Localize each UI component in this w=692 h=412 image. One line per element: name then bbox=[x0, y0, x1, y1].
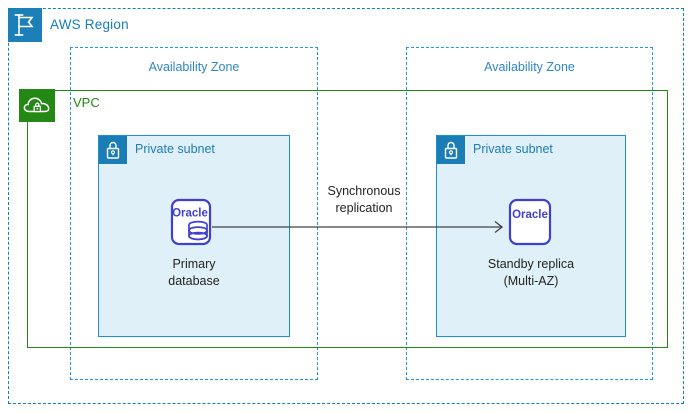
primary-database-caption: Primary database bbox=[126, 256, 262, 290]
availability-zone-left-label: Availability Zone bbox=[148, 60, 240, 74]
private-subnet-left-label: Private subnet bbox=[135, 142, 215, 156]
private-subnet-left: Private subnet bbox=[98, 135, 290, 337]
padlock-icon bbox=[437, 136, 465, 164]
standby-replica-node: Oracle Standby replica (Multi-AZ) bbox=[463, 198, 599, 290]
standby-replica-caption-line1: Standby replica bbox=[487, 257, 575, 271]
availability-zone-right: Availability Zone bbox=[406, 47, 653, 380]
private-subnet-right-label: Private subnet bbox=[473, 142, 553, 156]
vpc-cloud-lock-icon bbox=[19, 89, 55, 122]
availability-zone-right-label: Availability Zone bbox=[484, 60, 575, 74]
vpc-boundary bbox=[27, 90, 668, 348]
svg-text:Oracle: Oracle bbox=[512, 209, 548, 221]
standby-replica-caption: Standby replica (Multi-AZ) bbox=[463, 256, 599, 290]
availability-zone-left: Availability Zone bbox=[70, 47, 318, 380]
aws-region-boundary bbox=[8, 8, 684, 404]
replication-label-line1: Synchronous bbox=[327, 184, 401, 198]
replication-label-line2: replication bbox=[335, 201, 393, 215]
oracle-icon: Oracle bbox=[507, 198, 555, 248]
private-subnet-right: Private subnet bbox=[436, 135, 626, 337]
svg-text:Oracle: Oracle bbox=[172, 208, 208, 220]
standby-replica-caption-line2: (Multi-AZ) bbox=[503, 274, 559, 288]
primary-database-node: Oracle Primary database bbox=[126, 198, 262, 290]
padlock-icon bbox=[99, 136, 127, 164]
replication-label: Synchronous replication bbox=[306, 183, 422, 217]
primary-database-caption-line2: database bbox=[168, 274, 220, 288]
aws-region-label: AWS Region bbox=[50, 17, 129, 32]
primary-database-caption-line1: Primary bbox=[172, 257, 216, 271]
aws-region-flag-icon bbox=[8, 8, 42, 42]
oracle-database-icon: Oracle bbox=[170, 198, 218, 248]
vpc-label: VPC bbox=[73, 95, 100, 110]
